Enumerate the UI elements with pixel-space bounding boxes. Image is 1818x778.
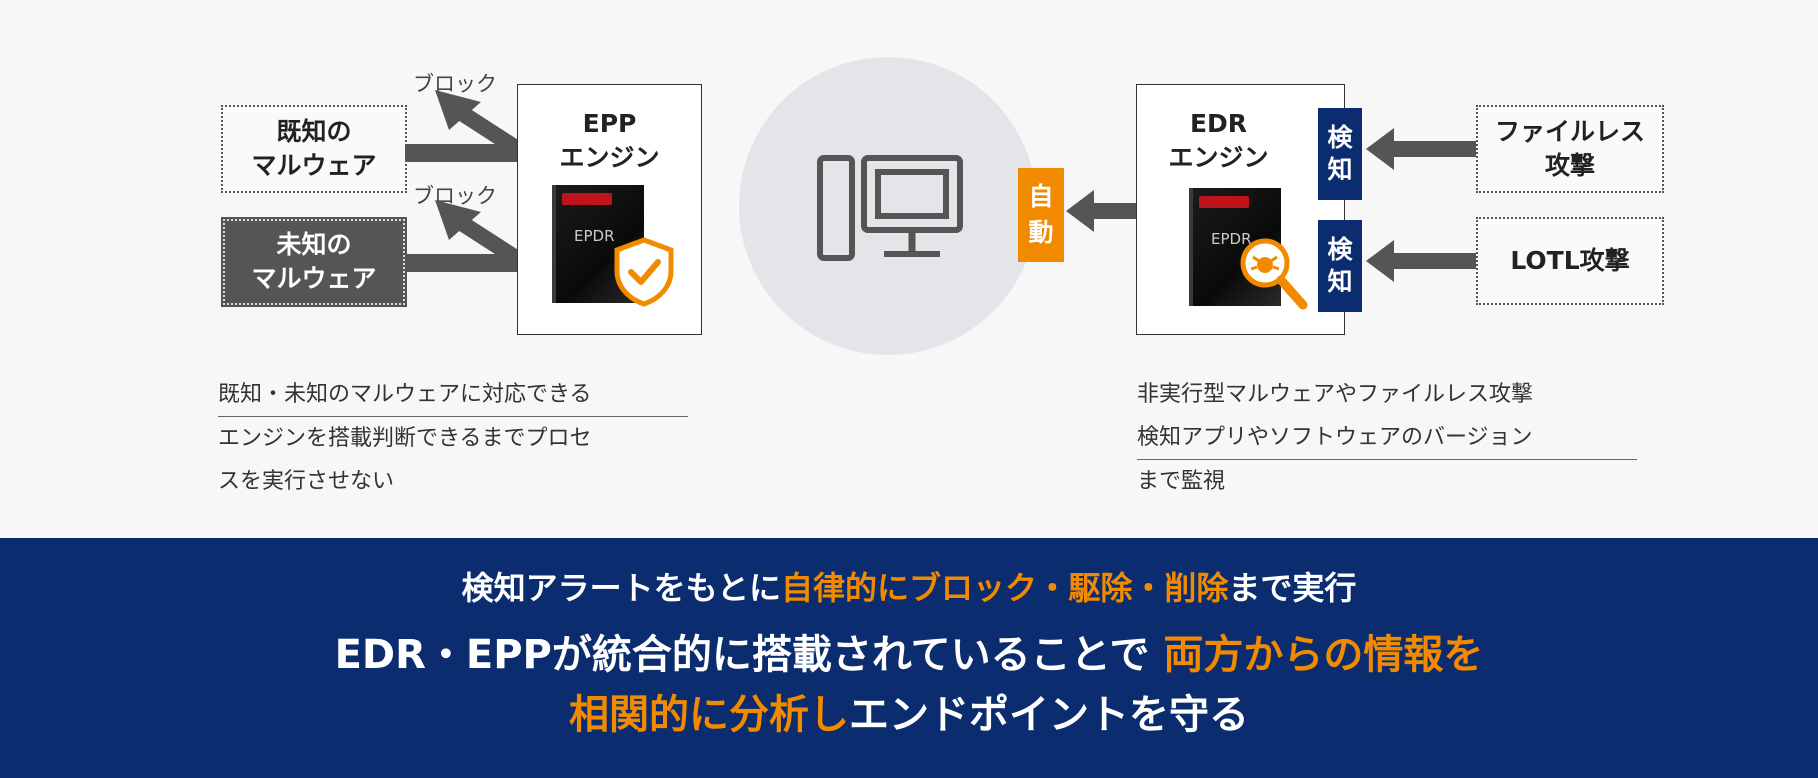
auto-tag-2: 動 (1028, 215, 1053, 251)
product-text: EPDR (574, 219, 615, 253)
known-malware-line2: マルウェア (251, 149, 376, 183)
fileless-attack-box: ファイルレス攻撃 (1476, 105, 1664, 193)
detect-tag-2-a: 検 (1327, 234, 1352, 266)
banner-line1: 検知アラートをもとに自律的にブロック・駆除・削除まで実行 (0, 568, 1818, 608)
magnifier-bug-icon (1237, 235, 1309, 311)
banner-line3-a: 相関的に分析し (569, 692, 849, 738)
summary-banner: 検知アラートをもとに自律的にブロック・駆除・削除まで実行 EDR・EPPが統合的… (0, 538, 1818, 778)
arrow-icon (1366, 236, 1478, 286)
epp-block-arrows (405, 90, 527, 290)
edr-desc-line3: まで監視 (1137, 460, 1637, 503)
auto-tag: 自 動 (1018, 168, 1064, 262)
edr-engine-box: EDR エンジン EPDR (1136, 84, 1345, 335)
epp-desc-line1: 既知・未知のマルウェアに対応できる (218, 373, 688, 417)
banner-line2: EDR・EPPが統合的に搭載されていることで 両方からの情報を (0, 630, 1818, 680)
banner-line1-b: 自律的にブロック・駆除・削除 (781, 569, 1228, 607)
known-malware-box: 既知のマルウェア (221, 105, 407, 193)
unknown-malware-line2: マルウェア (251, 262, 376, 296)
fileless-line1: ファイルレス (1495, 115, 1645, 149)
epp-desc-line3: スを実行させない (218, 460, 688, 503)
arrow-icon (1366, 124, 1478, 174)
epp-engine-title-1: EPP (518, 107, 701, 141)
banner-line3: 相関的に分析しエンドポイントを守る (0, 690, 1818, 740)
fileless-line2: 攻撃 (1495, 149, 1645, 183)
epp-engine-title-2: エンジン (518, 141, 701, 175)
edr-description: 非実行型マルウェアやファイルレス攻撃 検知アプリやソフトウェアのバージョン まで… (1137, 373, 1637, 503)
banner-line2-a: EDR・EPPが統合的に搭載されていることで (335, 632, 1164, 678)
banner-line3-b: エンドポイントを守る (849, 692, 1249, 738)
detect-tag-2: 検 知 (1318, 220, 1362, 312)
edr-desc-line2: 検知アプリやソフトウェアのバージョン (1137, 416, 1637, 460)
detect-tag-1-b: 知 (1327, 154, 1352, 186)
epp-desc-line2: エンジンを搭載判断できるまでプロセ (218, 417, 688, 460)
watchguard-logo (1199, 196, 1249, 208)
banner-line1-c: まで実行 (1228, 569, 1356, 607)
lotl-label: LOTL攻撃 (1510, 244, 1629, 278)
unknown-malware-box: 未知のマルウェア (223, 219, 405, 305)
unknown-malware-line1: 未知の (251, 228, 376, 262)
banner-line1-a: 検知アラートをもとに (462, 569, 781, 607)
watchguard-logo (562, 193, 612, 205)
detect-tag-2-b: 知 (1327, 266, 1352, 298)
banner-line2-b: 両方からの情報を (1163, 632, 1483, 678)
arrow-icon (1066, 186, 1138, 236)
computer-icon (816, 152, 968, 262)
lotl-attack-box: LOTL攻撃 (1476, 217, 1664, 305)
shield-check-icon (613, 237, 675, 307)
edr-engine-title-1: EDR (1137, 107, 1300, 141)
detect-tag-1-a: 検 (1327, 122, 1352, 154)
edr-engine-title-2: エンジン (1137, 141, 1300, 175)
known-malware-line1: 既知の (251, 115, 376, 149)
edr-desc-line1: 非実行型マルウェアやファイルレス攻撃 (1137, 373, 1637, 416)
epp-description: 既知・未知のマルウェアに対応できる エンジンを搭載判断できるまでプロセ スを実行… (218, 373, 688, 503)
epp-engine-box: EPP エンジン EPDR (517, 84, 702, 335)
auto-tag-1: 自 (1028, 179, 1053, 215)
detect-tag-1: 検 知 (1318, 108, 1362, 200)
